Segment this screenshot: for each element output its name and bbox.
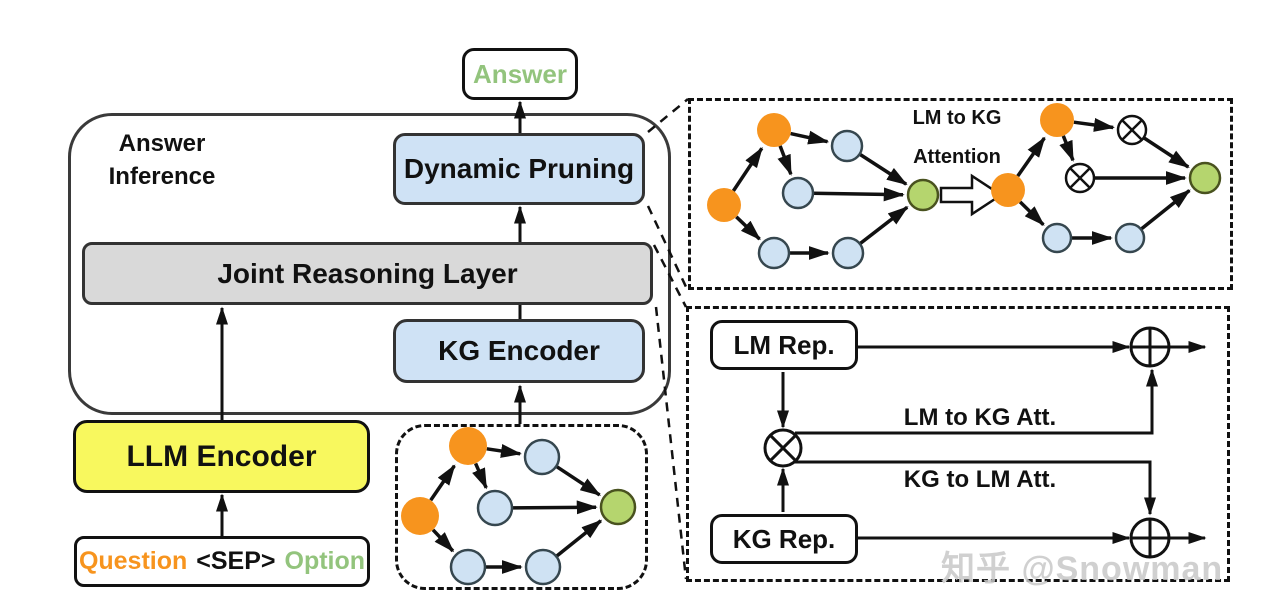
attention-graph-after-edge [1073, 117, 1115, 132]
attention-graph-after-edge [1018, 200, 1045, 226]
answer-inference-caption: Answer Inference [93, 127, 231, 193]
kg-subgraph-blue-node [524, 548, 562, 586]
wire-lm-to-kg-att [795, 368, 1158, 435]
kg-encoder-label: KG Encoder [438, 335, 600, 366]
kg-subgraph-edge [486, 444, 522, 458]
attention-graph-after-edge [1016, 136, 1046, 178]
oplus-bottom-icon [1129, 517, 1171, 559]
answer-box: Answer [462, 48, 578, 100]
attention-graph-after-otimes-node [1116, 114, 1148, 146]
attention-graph-before-edge [858, 205, 909, 246]
kg-subgraph-blue-node [523, 438, 561, 476]
joint-reasoning-label: Joint Reasoning Layer [217, 257, 518, 289]
kg-subgraph-edge [511, 500, 598, 515]
oplus-top-icon [1129, 326, 1171, 368]
attention-graph-after-green-node [1188, 161, 1222, 195]
attention-graph-before-blue-node [757, 236, 791, 270]
answer-inference-container [68, 113, 671, 415]
attention-graph-before-edge [731, 146, 764, 192]
question-sep-option-box: Question <SEP> Option [74, 536, 370, 587]
kg-subgraph-edge [555, 464, 602, 497]
attention-graph-after-orange-node [1040, 103, 1074, 137]
attention-graph-before-edge [735, 215, 761, 241]
joint-reasoning-layer-box: Joint Reasoning Layer [82, 242, 653, 305]
kg-subgraph-edge [431, 528, 455, 553]
double-arrow-icon [939, 173, 1004, 217]
kg-subgraph-green-node [599, 488, 637, 526]
answer-inference-line1: Answer [118, 130, 206, 157]
attention-graph-after-edge [1059, 135, 1075, 162]
otimes-icon [763, 428, 803, 468]
wire-kg-to-lm-att [795, 460, 1156, 516]
sep-token-label: <SEP> [196, 547, 276, 575]
lm-to-kg-att-caption: LM to KG Att. [903, 404, 1057, 431]
kg-rep-box: KG Rep. [710, 514, 858, 564]
attention-graph-before-edge [790, 130, 830, 145]
lm-to-kg-attention-panel [688, 98, 1233, 290]
callout-lines [646, 98, 689, 580]
kg-subgraph-blue-node [476, 489, 514, 527]
answer-inference-line2: Inference [108, 163, 216, 190]
kg-subgraph-edge [429, 464, 456, 502]
attention-graph-before-edge [777, 145, 793, 176]
attention-graph-before-edge [858, 152, 908, 186]
kg-rep-label: KG Rep. [732, 523, 836, 554]
attention-graph-before-orange-node [707, 188, 741, 222]
attention-graph-after-blue-node [1114, 222, 1146, 254]
option-label: Option [284, 547, 366, 575]
llm-encoder-label: LLM Encoder [126, 439, 317, 473]
kg-subgraph-panel [395, 424, 648, 590]
attention-graph-after-edge [1142, 136, 1190, 169]
attention-graph-before-blue-node [830, 129, 864, 163]
joint-reasoning-detail-panel [686, 306, 1230, 582]
attention-graph-after-orange-node [991, 173, 1025, 207]
kg-encoder-box: KG Encoder [393, 319, 645, 383]
attention-graph-before-blue-node [831, 236, 865, 270]
kg-subgraph-edge [555, 519, 603, 558]
attention-graph-after-blue-node [1041, 222, 1073, 254]
attention-graph-after-otimes-node [1064, 162, 1096, 194]
attention-fusion-wiring [777, 341, 1207, 544]
attention-graph-before-orange-node [757, 113, 791, 147]
lm-to-kg-caption-line2: Attention [913, 146, 1001, 168]
kg-subgraph-orange-node [401, 497, 439, 535]
kg-subgraph-blue-node [449, 548, 487, 586]
kg-subgraph-orange-node [449, 427, 487, 465]
question-label: Question [78, 547, 188, 575]
lm-rep-box: LM Rep. [710, 320, 858, 370]
answer-label: Answer [473, 58, 567, 89]
llm-encoder-box: LLM Encoder [73, 420, 370, 493]
attention-graph-before-blue-node [781, 176, 815, 210]
lm-to-kg-caption-line1: LM to KG [912, 107, 1002, 129]
attention-graph-before-green-node [906, 178, 940, 212]
kg-to-lm-att-caption: KG to LM Att. [903, 466, 1057, 493]
kg-subgraph-edge [472, 462, 488, 490]
attention-graph-after-edge [1139, 189, 1191, 231]
watermark: 知乎 @Snowman [941, 550, 1224, 588]
dynamic-pruning-box: Dynamic Pruning [393, 133, 645, 205]
dynamic-pruning-label: Dynamic Pruning [403, 153, 635, 184]
attention-graph-before-edge [812, 187, 905, 202]
lm-rep-label: LM Rep. [733, 329, 835, 360]
